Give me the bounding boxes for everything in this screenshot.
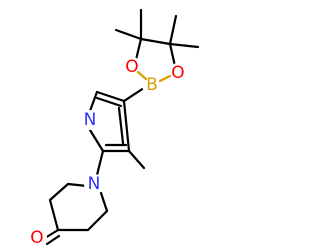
heteroatom-bond-segments (136, 70, 172, 83)
label-bg-ketone-o (27, 228, 47, 248)
bond-lines (43, 8, 200, 246)
label-bg-piperidine-n (84, 174, 104, 194)
bond-methyl-2 (114, 28, 143, 41)
label-bg-boronate-o-right (168, 63, 188, 83)
bond-ketone-c-o (43, 228, 60, 240)
bond-ketone-c-o-double (45, 234, 61, 246)
bond-methyl-3 (168, 14, 178, 46)
bond-pyr-c4-double (117, 106, 125, 145)
bond-pip-c6-n (99, 191, 109, 213)
bond-methyl-4 (168, 42, 200, 49)
atom-label-boronate-o-left: O (125, 57, 138, 77)
label-bg-pyridine-n (80, 110, 100, 130)
bond-carbon-quat-left-right (139, 37, 172, 46)
bond-pyridine-methyl (127, 149, 146, 170)
bond-pyridine-piperidine-n (95, 149, 105, 177)
chemical-structure-diagram: N N O B O O (27, 8, 200, 248)
bond-boron-oxygen-right (158, 74, 172, 83)
atom-labels: N N O B O O (27, 57, 188, 248)
bond-pip-n-c2 (66, 182, 89, 188)
bond-pyr-c5-c6 (95, 90, 126, 103)
atom-label-boron: B (146, 75, 158, 95)
atom-label-ketone-o: O (30, 228, 43, 248)
bond-pyr-c3-c4 (122, 99, 131, 153)
bond-pip-c3-c4 (48, 198, 60, 232)
atom-label-boronate-o-right: O (171, 63, 184, 83)
bond-pyr-c5-c6-double (95, 96, 123, 108)
label-bg-boron (142, 75, 162, 95)
bond-pyr-c6-n1 (88, 90, 99, 113)
bond-boron-oxygen-left (136, 70, 148, 81)
atom-label-piperidine-n: N (88, 174, 101, 194)
bond-pip-c5-c6 (86, 209, 109, 232)
atom-label-pyridine-n: N (84, 110, 97, 130)
bond-pyr-n1-c2 (88, 128, 105, 153)
bond-pip-c2-c3 (48, 182, 70, 202)
